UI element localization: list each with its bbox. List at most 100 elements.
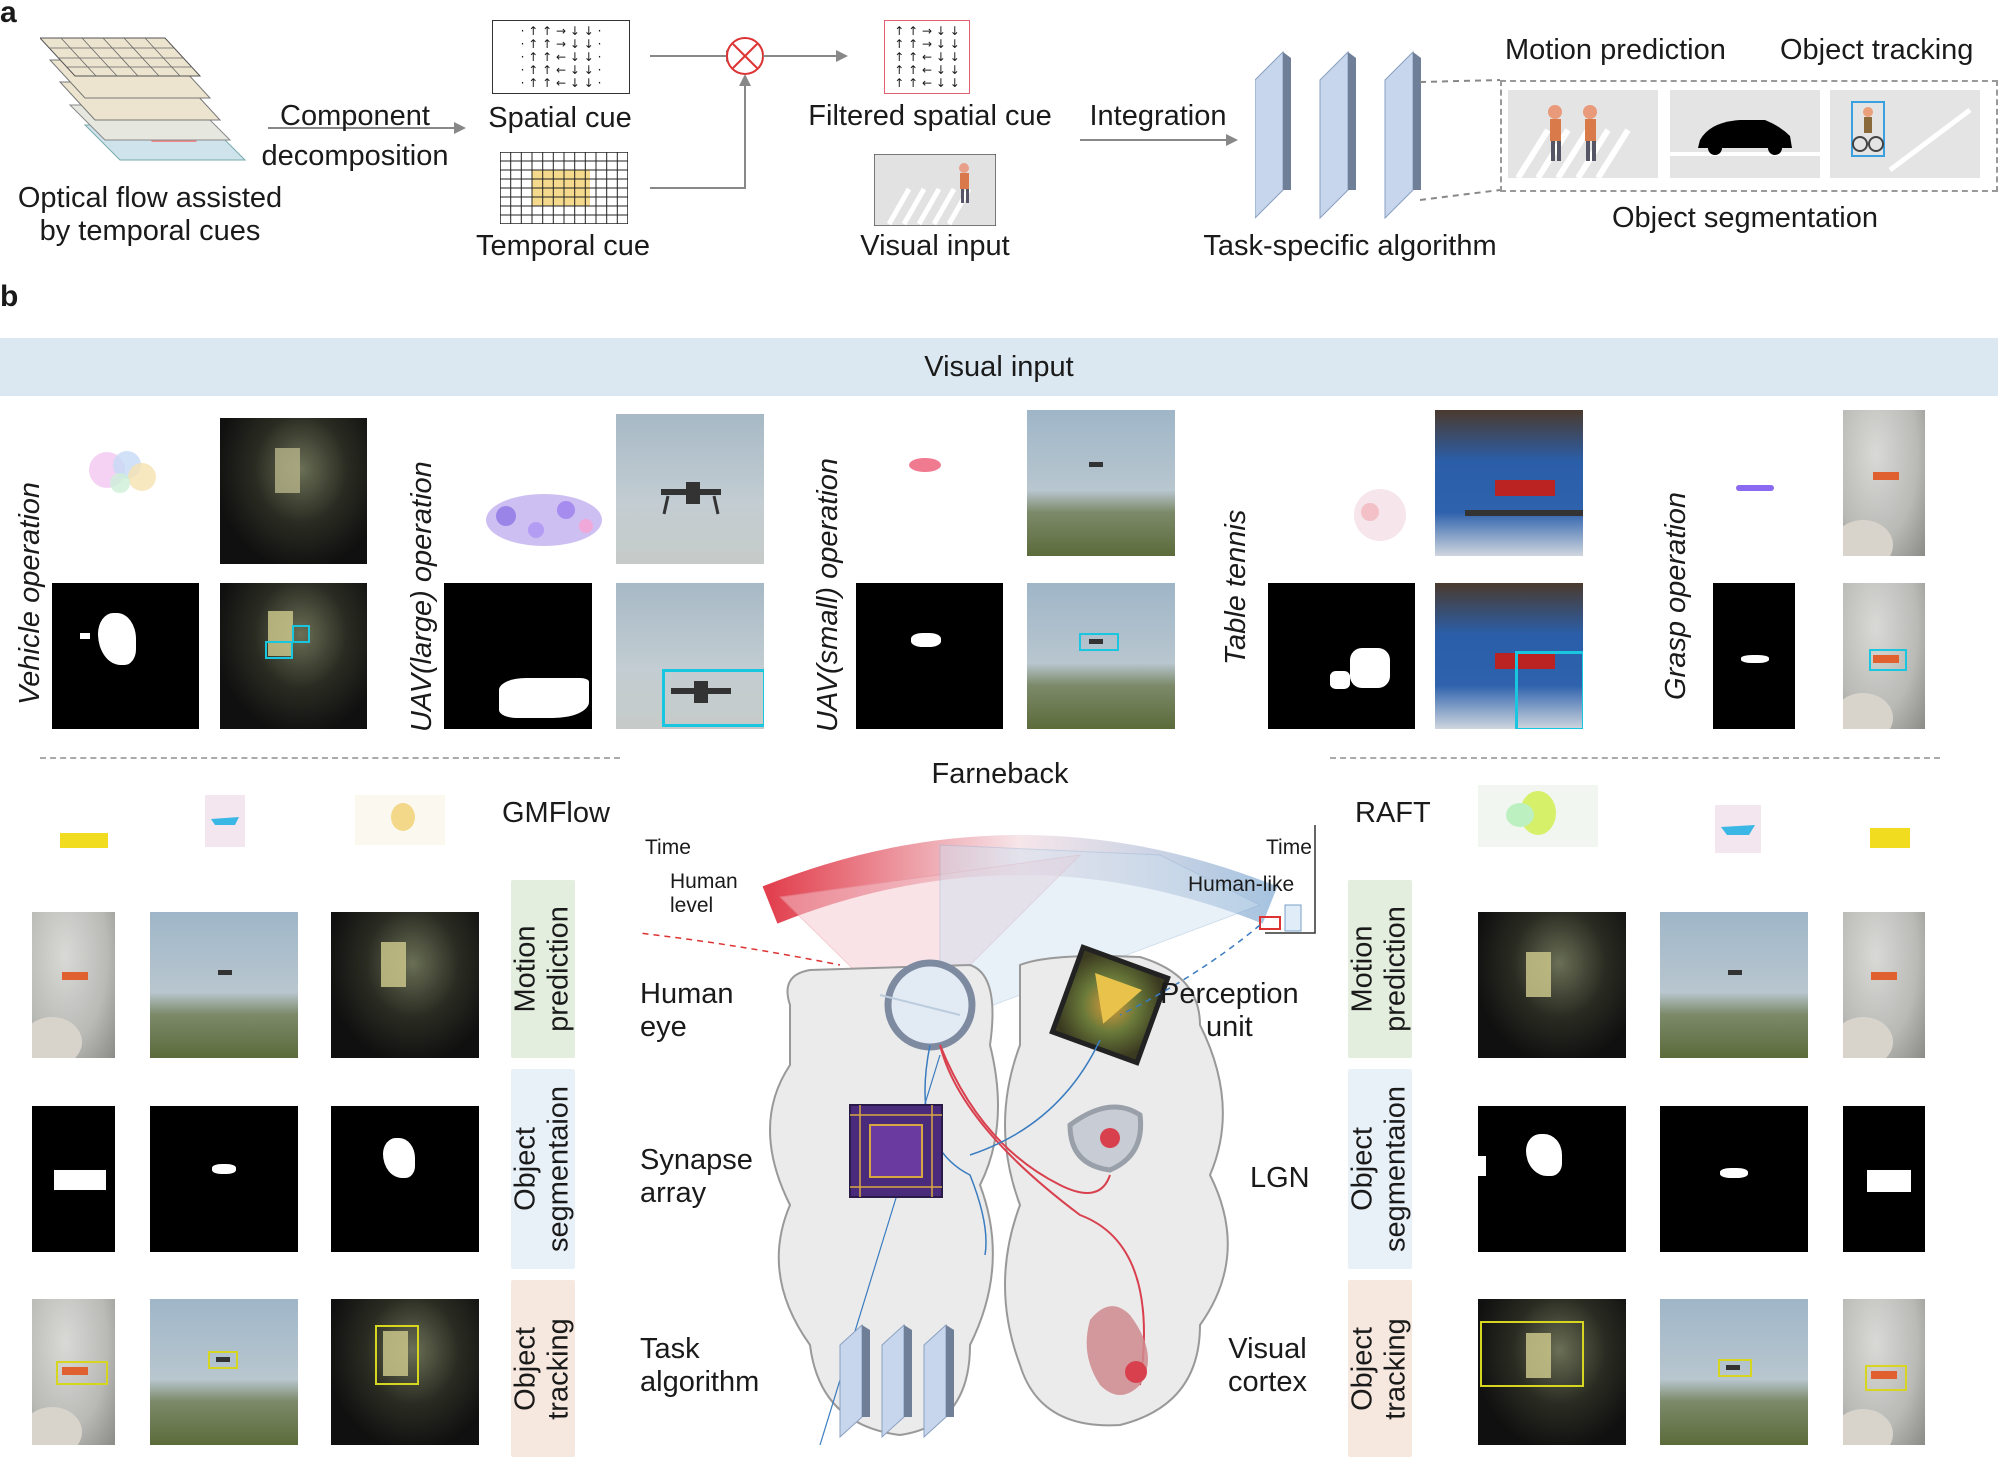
farneback-label: Farneback [931,758,1069,790]
object-segmentation-label: Object segmentation [1612,202,1878,234]
component-label: Component [280,100,430,132]
uav-small-mask-thumbnail [856,583,1003,729]
raft-flow-uav [1715,805,1761,853]
uav-small-tracking-thumbnail [1027,583,1175,729]
task-output-box [1500,80,1998,192]
visual-cortex-label: Visual cortex [1228,1333,1307,1399]
panel-a-letter: a [0,0,17,29]
multiply-node-arrows [650,37,848,189]
gmflow-seg-uav [150,1106,298,1252]
filtered-spatial-cue-grid: ↑ ↑ → ↓ ↓↑ ↑ → ↓ ↓↑ ↑ ← ↓ ↓↑ ↑ ← ↓ ↓↑ ↑ … [884,20,970,94]
optical-flow-stack-icon [40,37,247,161]
object-tracking-thumbnail [1830,90,1980,178]
spatial-cue-grid: · ↑ ↑ → ↓ ↓ ·· ↑ ↑ → ↓ ↓ ·· ↑ ↑ ← ↓ ↓ ··… [492,20,630,94]
vehicle-tracking-thumbnail [220,583,367,729]
filtered-spatial-cue-label: Filtered spatial cue [808,100,1052,132]
raft-motion-grasp [1843,912,1925,1058]
gmflow-motion-vehicle [331,912,479,1058]
integration-arrow [1080,134,1238,146]
spatial-cue-label: Spatial cue [488,102,632,134]
gmflow-label: GMFlow [502,797,610,829]
uav-small-flow-thumbnail [909,458,941,472]
optical-flow-label: Optical flow assisted by temporal cues [17,182,283,248]
table-tennis-tracking-thumbnail [1435,583,1583,729]
raft-motion-uav [1660,912,1808,1058]
temporal-cue-grid [500,152,628,224]
raft-seg-uav [1660,1106,1808,1252]
time-right-label: Time [1266,836,1312,859]
decomposition-label: decomposition [261,140,449,172]
scenario-label-uav-large: UAV(large) operation [406,461,438,732]
motion-prediction-thumbnail [1508,90,1658,178]
task-specific-algorithm-label: Task-specific algorithm [1203,230,1497,262]
synapse-array-label: Synapse array [640,1144,753,1210]
visual-input-thumbnail [874,154,996,226]
uav-large-mask-thumbnail [444,583,592,729]
grasp-tracking-thumbnail [1843,583,1925,729]
vehicle-frame-thumbnail [220,418,367,564]
human-eye-label: Human eye [640,978,734,1044]
scenario-label-vehicle: Vehicle operation [14,481,46,705]
vehicle-flow-thumbnail [89,451,156,493]
panel-b-letter: b [0,280,19,313]
human-like-label: Human-like [1188,873,1295,896]
gmflow-track-vehicle [331,1299,479,1445]
left-tag-segmentation-label: Object segmentaion [509,1085,575,1253]
gmflow-seg-vehicle [331,1106,479,1252]
gmflow-flow-vehicle [355,795,445,845]
vehicle-mask-thumbnail [52,583,199,729]
visual-input-label: Visual input [860,230,1010,262]
object-segmentation-thumbnail [1670,90,1820,178]
table-tennis-frame-thumbnail [1435,410,1583,556]
raft-motion-vehicle [1478,912,1626,1058]
gmflow-track-grasp [32,1299,115,1445]
scenario-label-uav-small: UAV(small) operation [812,458,844,732]
uav-large-frame-thumbnail [616,414,764,564]
raft-seg-vehicle [1478,1106,1626,1252]
raft-seg-grasp [1843,1106,1925,1252]
grasp-frame-thumbnail [1843,410,1925,556]
right-tag-object-segmentation: Object segmentaion [1347,1069,1412,1269]
human-level-label: Human level [670,870,738,918]
gmflow-seg-grasp [32,1106,115,1252]
left-tag-tracking-label: Object tracking [509,1317,575,1420]
left-tag-object-tracking: Object tracking [509,1280,575,1457]
raft-flow-grasp [1870,828,1910,848]
left-tag-object-segmentation: Object segmentaion [509,1069,575,1269]
right-tag-motion-prediction: Motion prediction [1347,880,1412,1058]
integration-label: Integration [1089,100,1227,132]
right-tag-object-tracking: Object tracking [1347,1280,1412,1457]
brain-eye-illustration [640,825,1316,1446]
scenario-label-grasp: Grasp operation [1660,492,1692,700]
raft-label: RAFT [1355,797,1431,829]
raft-track-uav [1660,1299,1808,1445]
separator-right [1330,757,1940,759]
lgn-label: LGN [1250,1162,1310,1194]
gmflow-flow-grasp [60,833,108,848]
raft-track-vehicle [1478,1299,1626,1445]
table-tennis-flow-thumbnail [1354,489,1406,541]
gmflow-motion-uav [150,912,298,1058]
uav-large-flow-thumbnail [486,494,602,546]
grasp-mask-thumbnail [1713,583,1795,729]
neural-layers-icon [1255,50,1421,220]
uav-large-tracking-thumbnail [616,583,764,729]
raft-track-grasp [1843,1299,1925,1445]
left-tag-motion-label: Motion prediction [509,906,575,1032]
left-tag-motion-prediction: Motion prediction [509,880,575,1058]
visual-input-banner-label: Visual input [924,351,1074,383]
grasp-flow-thumbnail [1736,485,1774,491]
temporal-cue-label: Temporal cue [475,230,651,262]
scenario-label-table-tennis: Table tennis [1220,509,1252,665]
callout-lines [1420,79,1501,201]
motion-prediction-label: Motion prediction [1505,34,1726,66]
separator-left [40,757,620,759]
decomposition-arrow [268,122,466,134]
gmflow-motion-grasp [32,912,115,1058]
task-algorithm-label: Task algorithm [640,1333,760,1399]
gmflow-flow-uav [205,795,245,847]
gmflow-track-uav [150,1299,298,1445]
table-tennis-mask-thumbnail [1268,583,1415,729]
time-left-label: Time [645,836,691,859]
raft-flow-vehicle [1478,785,1598,847]
